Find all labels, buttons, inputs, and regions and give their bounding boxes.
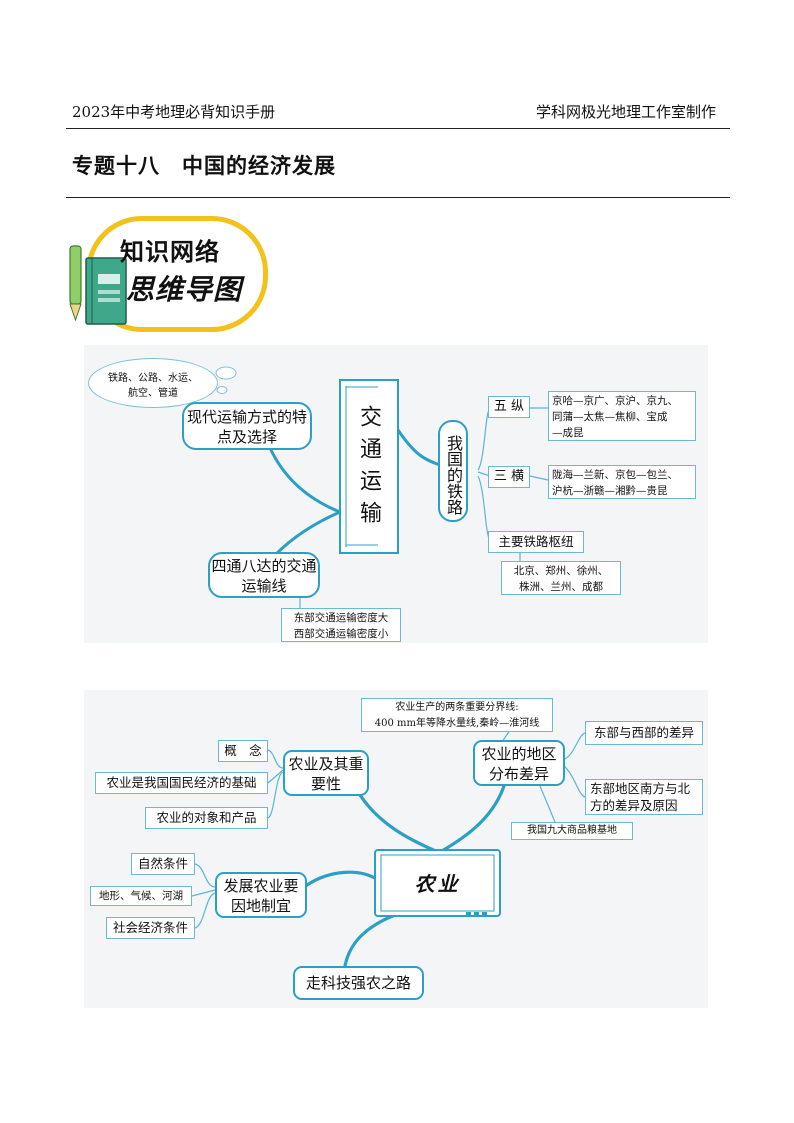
- boundary-box: 农业生产的两条重要分界线: 400 mm年等降水量线,秦岭—淮河线: [361, 698, 553, 732]
- page-title: 专题十八 中国的经济发展: [72, 153, 336, 178]
- importance-node: 农业及其重要性: [283, 750, 369, 796]
- tech-node: 走科技强农之路: [293, 966, 424, 1000]
- railway-node: 我国的铁路: [438, 420, 468, 522]
- hub-node: 主要铁路枢纽: [488, 531, 584, 553]
- east-west-box: 东部与西部的差异: [585, 721, 703, 745]
- transport-network-node: 四通八达的交通运输线: [208, 552, 320, 598]
- sanheng-node: 三 横: [488, 466, 530, 488]
- density-box: 东部交通运输密度大 西部交通运输密度小: [281, 608, 401, 642]
- title-rule: [66, 197, 730, 198]
- header-right: 学科网极光地理工作室制作: [535, 103, 716, 121]
- header-rule: [66, 128, 730, 129]
- badge-title-1: 知识网络: [120, 238, 220, 266]
- north-south-box: 东部地区南方与北方的差异及原因: [585, 779, 703, 815]
- basis-box: 农业是我国国民经济的基础: [95, 772, 268, 794]
- header-left: 2023年中考地理必背知识手册: [72, 103, 276, 121]
- objects-box: 农业的对象和产品: [145, 807, 268, 829]
- hub-lines-box: 北京、郑州、徐州、 株洲、兰州、成都: [501, 561, 621, 595]
- local-conditions-node: 发展农业要因地制宜: [215, 872, 307, 918]
- distribution-node: 农业的地区分布差异: [473, 740, 565, 786]
- wuzong-node: 五 纵: [488, 396, 530, 418]
- wuzong-lines-box: 京哈—京广、京沪、京九、 同蒲—太焦—焦柳、宝成 —成昆: [548, 391, 696, 441]
- grain-bases-box: 我国九大商品粮基地: [511, 822, 633, 840]
- sanheng-lines-box: 陇海—兰新、京包—包兰、 沪杭—浙赣—湘黔—贵昆: [548, 465, 696, 499]
- transport-center-node: 交通运输: [356, 405, 381, 533]
- agriculture-center-node: 农业: [414, 872, 461, 896]
- social-box: 社会经济条件: [106, 917, 195, 939]
- modern-transport-node: 现代运输方式的特点及选择: [182, 402, 312, 450]
- natural-box: 自然条件: [131, 853, 195, 875]
- badge-title-2: 思维导图: [126, 273, 243, 306]
- transport-modes-cloud: 铁路、公路、水运、 航空、管道: [88, 358, 218, 408]
- concept-box: 概 念: [218, 740, 268, 762]
- natural-detail-box: 地形、气候、河湖: [90, 886, 192, 906]
